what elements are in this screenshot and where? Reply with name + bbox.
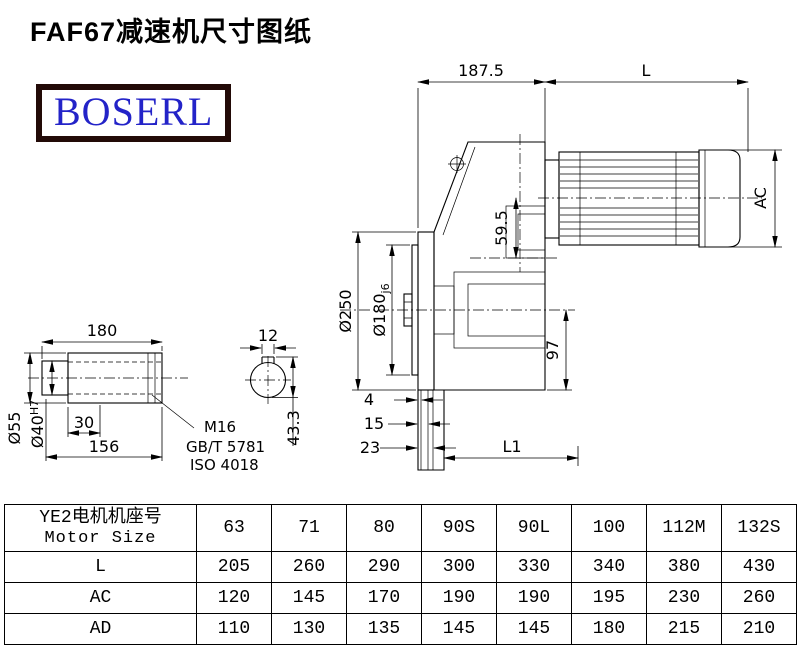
table-cell: 145 — [496, 613, 572, 645]
brand-logo-text: BOSERL — [54, 89, 214, 134]
table-cell: 205 — [196, 551, 272, 583]
table-cell: 110 — [196, 613, 272, 645]
brand-logo: BOSERL — [36, 84, 232, 142]
table-row-ad: AD 110 130 135 145 145 180 215 210 — [4, 613, 797, 645]
dim-43-3: 43.3 — [284, 410, 303, 446]
motor-size-table: YE2电机机座号 Motor Size 63 71 80 90S 90L 100… — [4, 504, 797, 645]
table-cell: 210 — [721, 613, 797, 645]
dim-59-5: 59.5 — [492, 210, 511, 246]
row-label: AC — [4, 582, 197, 614]
dim-23: 23 — [360, 438, 380, 457]
dim-12: 12 — [258, 326, 278, 345]
table-cell: 300 — [421, 551, 497, 583]
dim-l1: L1 — [502, 437, 521, 456]
gearbox-side-view: 187.5 L AC Ø250 Ø180j6 59.5 97 — [336, 61, 782, 471]
dim-97: 97 — [543, 340, 562, 360]
dim-59-5-group: 59.5 — [492, 197, 519, 259]
table-row-l: L 205 260 290 300 330 340 380 430 — [4, 551, 797, 583]
col-header: 80 — [346, 504, 422, 552]
table-cell: 215 — [646, 613, 722, 645]
col-header: 63 — [196, 504, 272, 552]
table-cell: 380 — [646, 551, 722, 583]
dim-motor-length: L — [642, 61, 651, 80]
dim-180: 180 — [87, 321, 118, 340]
bore-circle — [249, 361, 287, 399]
table-cell: 190 — [421, 582, 497, 614]
bottom-dimensions: 4 15 23 L1 — [360, 390, 579, 466]
shaft-detail-view: 180 Ø55 Ø40H7 30 156 M16 GB/T 5781 ISO 4… — [5, 321, 265, 474]
dim-30: 30 — [74, 413, 94, 432]
table-cell: 330 — [496, 551, 572, 583]
table-cell: 290 — [346, 551, 422, 583]
dim-4: 4 — [364, 390, 374, 409]
col-header: 112M — [646, 504, 722, 552]
dim-dia-55: Ø55 — [5, 412, 24, 445]
keyway-section-view: 12 43.3 — [240, 326, 303, 446]
dim-flange-diameter: Ø250 — [336, 289, 355, 332]
table-cell: 195 — [571, 582, 647, 614]
mounting-hole — [448, 155, 466, 173]
dim-dia-40: Ø40H7 — [28, 400, 47, 448]
dim-spigot-diameter: Ø180j6 — [370, 283, 392, 336]
table-cell: 145 — [271, 582, 347, 614]
col-header: 90L — [496, 504, 572, 552]
table-cell: 170 — [346, 582, 422, 614]
table-cell: 130 — [271, 613, 347, 645]
motor-size-header-en: Motor Size — [44, 528, 157, 548]
row-label: L — [4, 551, 197, 583]
row-label: AD — [4, 613, 197, 645]
dim-187-5: 187.5 — [458, 61, 504, 80]
dim-ac: AC — [751, 187, 770, 209]
technical-drawing: 187.5 L AC Ø250 Ø180j6 59.5 97 — [5, 61, 782, 474]
ac-dimension: AC — [712, 149, 782, 248]
page-title: FAF67减速机尺寸图纸 — [30, 17, 313, 47]
top-dimensions: 187.5 L — [417, 61, 749, 228]
standard-gbt-5781: GB/T 5781 — [186, 438, 265, 456]
motor-size-header: YE2电机机座号 Motor Size — [4, 504, 197, 552]
col-header: 132S — [721, 504, 797, 552]
table-cell: 135 — [346, 613, 422, 645]
table-cell: 145 — [421, 613, 497, 645]
motor-size-header-cn: YE2电机机座号 — [39, 507, 162, 528]
standard-iso-4018: ISO 4018 — [190, 456, 259, 474]
col-header: 100 — [571, 504, 647, 552]
thread-callout-m16: M16 — [204, 418, 236, 436]
flange-dimensions: Ø250 Ø180j6 — [336, 231, 416, 391]
dim-15: 15 — [364, 414, 384, 433]
table-cell: 260 — [271, 551, 347, 583]
table-cell: 430 — [721, 551, 797, 583]
dim-156: 156 — [89, 437, 120, 456]
table-cell: 340 — [571, 551, 647, 583]
col-header: 71 — [271, 504, 347, 552]
housing-outline — [403, 141, 546, 471]
dim-97-group: 97 — [543, 309, 572, 391]
table-row-ac: AC 120 145 170 190 190 195 230 260 — [4, 582, 797, 614]
table-cell: 260 — [721, 582, 797, 614]
table-cell: 120 — [196, 582, 272, 614]
motor-fins — [560, 159, 698, 237]
motor-outline — [544, 149, 741, 248]
keyway-slot — [261, 356, 275, 364]
table-cell: 180 — [571, 613, 647, 645]
table-cell: 230 — [646, 582, 722, 614]
shaft-hub-section — [67, 352, 163, 404]
table-cell: 190 — [496, 582, 572, 614]
table-header-row: YE2电机机座号 Motor Size 63 71 80 90S 90L 100… — [4, 504, 797, 552]
col-header: 90S — [421, 504, 497, 552]
